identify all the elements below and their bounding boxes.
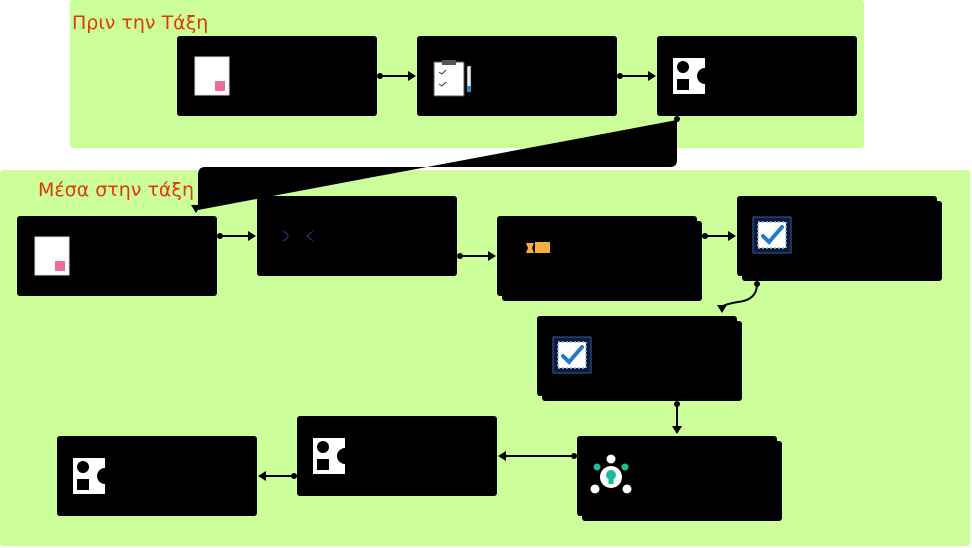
node-box <box>737 196 937 276</box>
node-box <box>17 216 217 296</box>
arrow-head <box>248 231 256 241</box>
arrow-head <box>258 471 266 481</box>
process-node-n6[interactable] <box>497 216 702 301</box>
connector-n9-n10 <box>498 451 577 461</box>
arrow-head <box>717 305 727 313</box>
checkmark-badge-icon <box>552 336 592 374</box>
connector-dot <box>674 401 680 407</box>
process-node-n8[interactable] <box>537 316 742 401</box>
ticket-icon <box>526 242 550 253</box>
connector-dot <box>457 253 463 259</box>
lane-title-before-class: Πριν την Τάξη <box>72 12 209 34</box>
connector-n3-n4 <box>191 116 680 213</box>
clipboard-pencil-icon <box>433 60 472 97</box>
node-box <box>57 436 257 516</box>
arrow-head <box>728 231 736 241</box>
process-node-n2[interactable] <box>417 36 617 116</box>
connector-n1-n2 <box>377 71 416 81</box>
node-box <box>297 416 497 496</box>
connector-dot <box>617 73 623 79</box>
shapes-icon <box>313 438 353 474</box>
node-box <box>177 36 377 116</box>
connector-n6-n7 <box>702 231 736 241</box>
connector-n4-n5 <box>217 231 256 241</box>
connector-n10-n11 <box>258 471 297 481</box>
connector-n5-n6 <box>457 251 496 261</box>
connector-band <box>198 119 677 210</box>
arrow-head <box>488 251 496 261</box>
process-node-n7[interactable] <box>737 196 942 281</box>
node-box <box>577 436 777 516</box>
node-box <box>537 316 737 396</box>
connector-dot <box>702 233 708 239</box>
node-box <box>657 36 857 116</box>
shapes-icon <box>673 58 713 94</box>
arrow-head <box>408 71 416 81</box>
checkmark-badge-icon <box>752 216 792 254</box>
lane-title-in-class: Μέσα στην τάξη <box>38 179 195 201</box>
node-box <box>497 216 697 296</box>
connector-n7-n8 <box>717 281 760 313</box>
arrow-head <box>672 426 682 434</box>
brackets-icon <box>282 230 314 242</box>
connector-dot <box>377 73 383 79</box>
process-node-n5[interactable] <box>257 196 457 276</box>
idea-network-icon <box>590 454 632 494</box>
connector-dot <box>571 453 577 459</box>
process-node-n1[interactable] <box>177 36 377 116</box>
connector-dot <box>754 281 760 287</box>
connector-dot <box>217 233 223 239</box>
node-box <box>257 196 457 276</box>
process-node-n9[interactable] <box>577 436 782 521</box>
edges-layer <box>191 71 760 481</box>
connector-dot <box>291 473 297 479</box>
connector-dot <box>674 116 680 122</box>
connector-line <box>721 283 758 308</box>
shapes-icon <box>73 458 113 494</box>
process-node-n10[interactable] <box>297 416 497 496</box>
connector-n2-n3 <box>617 71 656 81</box>
node-box <box>417 36 617 116</box>
process-node-n11[interactable] <box>57 436 257 516</box>
slide-icon <box>34 236 70 276</box>
arrow-head <box>191 205 201 213</box>
connector-n8-n9 <box>672 401 682 434</box>
process-node-n3[interactable] <box>657 36 857 116</box>
slide-icon <box>194 56 230 96</box>
process-node-n4[interactable] <box>17 216 217 296</box>
arrow-head <box>648 71 656 81</box>
nodes-layer <box>17 36 942 521</box>
arrow-head <box>498 451 506 461</box>
